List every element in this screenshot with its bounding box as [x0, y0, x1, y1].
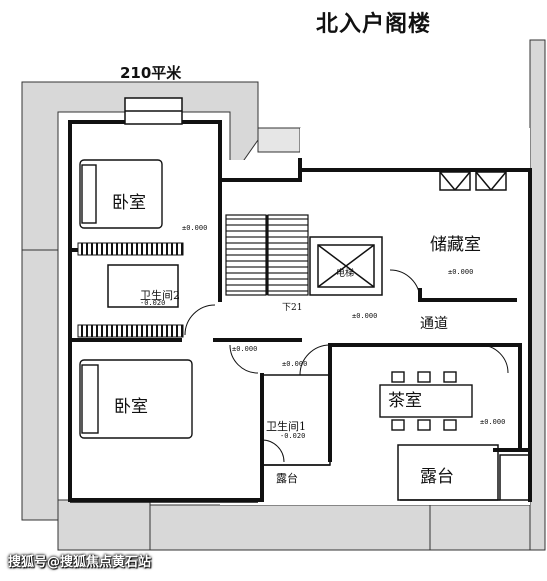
- level-mark-corridor: ±0.000: [352, 312, 378, 320]
- room-label-terrace-right: 露台: [420, 467, 454, 487]
- room-label-terrace-left: 露台: [276, 472, 298, 485]
- level-mark-landing2: ±0.000: [232, 345, 258, 353]
- level-mark-storage: ±0.000: [448, 268, 474, 276]
- walls: [68, 120, 532, 502]
- room-label-corridor: 通道: [420, 316, 448, 332]
- inner-walls: [107, 236, 531, 501]
- level-mark-landing: ±0.000: [282, 360, 308, 368]
- plan-title: 北入户阁楼: [316, 12, 432, 37]
- level-mark-bedroom-top: ±0.000: [182, 224, 208, 232]
- level-mark-bath1: -0.020: [280, 432, 306, 440]
- wardrobes: [77, 242, 184, 338]
- room-label-bath1: 卫生间1: [266, 420, 306, 433]
- stair-direction-label: 下21: [282, 303, 303, 313]
- room-label-bath2: 卫生间2: [140, 289, 180, 302]
- roof-areas: [21, 39, 546, 551]
- windows: [124, 97, 507, 191]
- room-label-tea-room: 茶室: [388, 391, 422, 411]
- level-mark-tea-room: ±0.000: [480, 418, 506, 426]
- room-label-bedroom-bottom: 卧室: [114, 397, 148, 417]
- watermark: 搜狐号@搜狐焦点黄石站: [8, 555, 152, 570]
- staircase: [225, 214, 309, 296]
- railings: [70, 464, 500, 503]
- room-label-storage: 储藏室: [430, 235, 481, 255]
- level-mark-bath2: -0.020: [140, 299, 166, 307]
- door-swings: [184, 269, 509, 463]
- area-label: 210平米: [120, 64, 182, 82]
- room-label-elevator: 电梯: [336, 269, 355, 279]
- room-label-bedroom-top: 卧室: [112, 193, 146, 213]
- beds: [79, 159, 193, 439]
- tea-table: [379, 371, 473, 431]
